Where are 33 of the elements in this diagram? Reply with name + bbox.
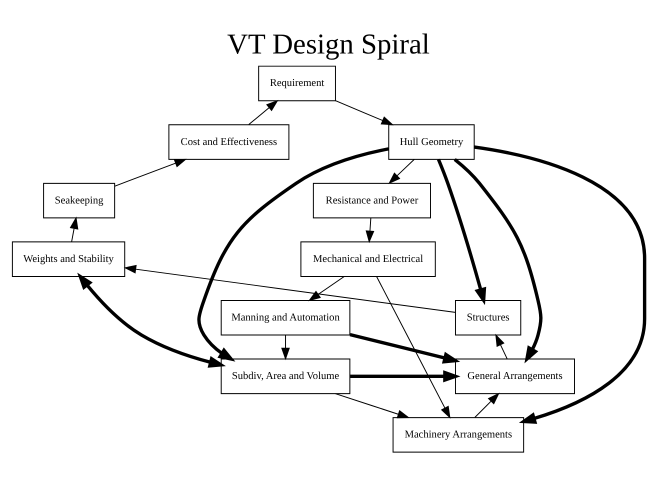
arrow [436,158,486,306]
arrow [114,158,187,187]
arrow [495,334,508,360]
node-box: General Arrangements [455,358,575,394]
node-box: Manning and Automation [220,300,350,336]
arrow [474,392,500,418]
arrow [70,216,78,242]
node-box: Cost and Effectiveness [168,124,290,160]
node-box: Requirement [258,66,336,102]
node-box: Seakeeping [43,182,116,218]
node-box: Resistance and Power [312,182,431,218]
arrow [350,370,460,382]
node-box: Hull Geometry [388,124,475,160]
arrow [388,158,415,184]
diagram-title: VT Design Spiral [227,28,430,61]
node-box: Mechanical and Electrical [300,241,436,277]
arrow [454,158,542,364]
node-box: Machinery Arrangements [392,417,524,453]
arrow [124,264,456,313]
arrow [474,145,646,424]
arrow [335,393,410,418]
node-box: Weights and Stability [12,241,126,277]
node-box: Structures [455,300,522,336]
arrow [366,217,374,244]
arrow [308,276,345,302]
arrow [197,147,389,362]
arrow [281,334,290,360]
arrow [77,272,226,368]
arrow [350,333,460,364]
arrow [335,100,394,126]
arrow [376,276,450,419]
arrow [248,100,278,126]
node-box: Subdiv, Area and Volume [220,358,350,394]
